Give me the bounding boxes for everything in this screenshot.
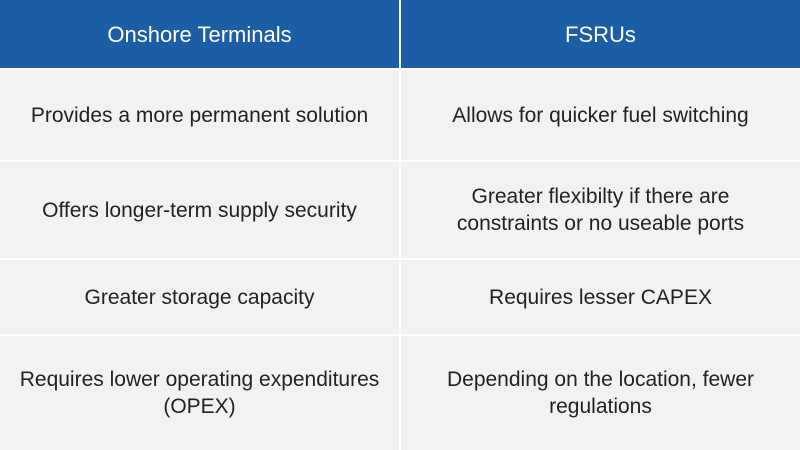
header-fsrus: FSRUs — [400, 0, 800, 70]
header-onshore-terminals: Onshore Terminals — [0, 0, 400, 70]
table-cell: Depending on the location, fewer regulat… — [400, 336, 800, 450]
table-cell: Requires lesser CAPEX — [400, 260, 800, 336]
table-cell: Allows for quicker fuel switching — [400, 70, 800, 162]
table-cell: Greater flexibilty if there are constrai… — [400, 162, 800, 260]
table-cell: Greater storage capacity — [0, 260, 400, 336]
table-cell: Offers longer-term supply security — [0, 162, 400, 260]
table-cell: Requires lower operating expenditures (O… — [0, 336, 400, 450]
table-cell: Provides a more permanent solution — [0, 70, 400, 162]
